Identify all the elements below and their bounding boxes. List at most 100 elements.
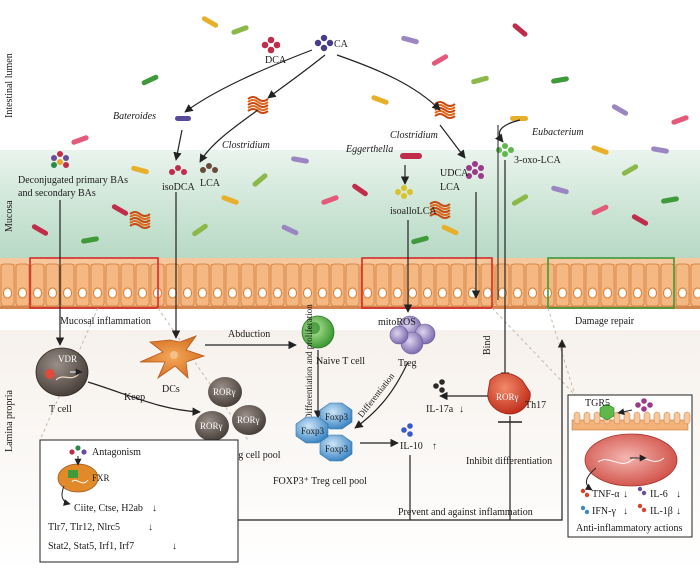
rorg-pool-cell2: RORγ <box>237 415 260 425</box>
epithelial-cell <box>0 263 15 307</box>
treg-induction-box <box>361 257 493 309</box>
damage-repair-label: Damage repair <box>575 316 635 327</box>
epithelial-cell <box>15 263 30 307</box>
mucosa-label: Mucosa <box>4 200 15 232</box>
epithelial-cell <box>45 263 60 307</box>
lca-left-molecule-icon <box>200 163 218 173</box>
il10-molecule-icon <box>401 423 413 437</box>
lca-left-label: LCA <box>200 178 221 189</box>
epithelial-cell <box>555 263 570 307</box>
th17-rorg-label: RORγ <box>496 392 519 402</box>
gene-row3: Stat2, Stat5, Irf1, Irf7 <box>48 541 134 552</box>
keep-label: Keep <box>124 392 145 403</box>
tgr5-nucleus <box>584 433 678 487</box>
foxp3-cell1: Foxp3 <box>325 412 349 422</box>
foxp3-cell3: Foxp3 <box>325 444 349 454</box>
deconjugated-ba-icon <box>51 151 69 168</box>
vdr-label: VDR <box>58 354 77 364</box>
gene-row1-down: ↓ <box>152 503 157 514</box>
fxr-inset-box <box>39 439 239 563</box>
epithelial-cell <box>30 263 45 307</box>
inset-villi <box>571 411 691 431</box>
dendritic-cell-icon <box>139 335 206 380</box>
epithelial-cell <box>390 263 405 307</box>
epithelial-cell <box>585 263 600 307</box>
isoallolca-label: isoalloLCA <box>390 206 437 217</box>
epithelial-cell <box>135 263 150 307</box>
epithelial-layer <box>0 258 700 309</box>
epithelial-cell <box>315 263 330 307</box>
epithelial-cell <box>510 263 525 307</box>
prevent-inflammation-label: Prevent and against inflammation <box>398 507 533 518</box>
rorg-pool-cell1: RORγ <box>213 387 236 397</box>
tgr5-label: TGR5 <box>585 398 610 409</box>
oxolca-label: 3-oxo-LCA <box>514 155 561 166</box>
epithelial-cell <box>375 263 390 307</box>
udca-label: UDCA <box>440 168 469 179</box>
epithelial-cell <box>120 263 135 307</box>
il6-down: ↓ <box>676 489 681 500</box>
foxp3-pool-label: FOXP3⁺ Treg cell pool <box>273 476 367 487</box>
deconjugated-label-line2: and secondary BAs <box>18 188 96 199</box>
mucosa-region <box>0 150 700 260</box>
isodca-label: isoDCA <box>162 182 196 193</box>
tnf-down: ↓ <box>623 489 628 500</box>
inhibit-differentiation-label: Inhibit differentiation <box>466 456 552 467</box>
gene-row3-down: ↓ <box>172 541 177 552</box>
epithelial-cell <box>465 263 480 307</box>
il6-icon <box>637 486 647 496</box>
epithelial-cell <box>345 263 360 307</box>
epithelial-cell <box>285 263 300 307</box>
epithelial-cell <box>90 263 105 307</box>
bind-label: Bind <box>482 336 493 355</box>
ifn-label: IFN-γ <box>592 506 616 517</box>
tnf-icon <box>580 488 590 498</box>
udca-molecule-icon <box>466 161 484 179</box>
vdr-t-cell-icon <box>35 347 89 397</box>
tgr5-ligand-icon <box>635 398 653 412</box>
epithelial-cell <box>570 263 585 307</box>
rorg-treg-pool-icon <box>195 377 266 441</box>
tgr5-receptor-icon <box>599 403 615 421</box>
ca-molecule-icon <box>314 34 334 52</box>
epithelial-cell <box>75 263 90 307</box>
lumen-region <box>0 0 700 150</box>
foxp3-cell2: Foxp3 <box>301 426 325 436</box>
eubacterium-label: Eubacterium <box>531 127 584 138</box>
il10-label: IL-10 <box>400 441 423 452</box>
epithelial-cell <box>255 263 270 307</box>
mucosal-inflammation-box <box>29 257 159 309</box>
epithelial-cell <box>60 263 75 307</box>
epithelial-cell <box>450 263 465 307</box>
il17a-label: IL-17a <box>426 404 454 415</box>
dcs-label: DCs <box>162 384 180 395</box>
epithelial-cell <box>360 263 375 307</box>
t-cell-label: T cell <box>49 404 72 415</box>
mitoros-label: mitoROS <box>378 317 416 328</box>
epithelial-cell <box>675 263 690 307</box>
tnf-label: TNF-α <box>592 489 620 500</box>
epithelial-cell <box>630 263 645 307</box>
epithelial-cell <box>300 263 315 307</box>
ifn-down: ↓ <box>623 506 628 517</box>
epithelial-cell <box>195 263 210 307</box>
rorg-pool-cell3: RORγ <box>200 421 223 431</box>
gene-row2: Tlr7, Tlr12, Nlrc5 <box>48 522 120 533</box>
mucosal-inflammation-label: Mucosal inflammation <box>60 316 151 327</box>
epithelial-cell <box>615 263 630 307</box>
epithelial-cell <box>690 263 700 307</box>
epithelial-cell <box>645 263 660 307</box>
il10-up-arrow: ↑ <box>432 441 437 452</box>
deconjugated-label-line1: Deconjugated primary BAs <box>18 175 128 186</box>
epithelial-cell <box>165 263 180 307</box>
epithelial-cell <box>600 263 615 307</box>
epithelial-cell <box>225 263 240 307</box>
lumen-label: Intestinal lumen <box>4 53 15 118</box>
ifn-icon <box>580 505 590 515</box>
th17-cell-icon <box>487 372 531 415</box>
eggerthella-label: Eggerthella <box>345 144 393 155</box>
epithelial-cell <box>270 263 285 307</box>
abduction-label: Abduction <box>228 329 270 340</box>
lamina-propria-label: Lamina propria <box>4 390 15 452</box>
